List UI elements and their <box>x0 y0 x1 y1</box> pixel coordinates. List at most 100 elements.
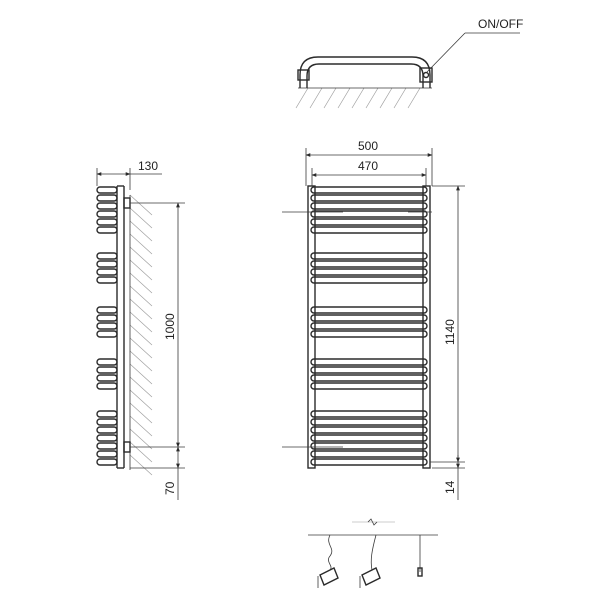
side-bar <box>96 382 118 390</box>
hatch-stroke <box>129 441 153 463</box>
side-bar <box>96 194 118 202</box>
side-bar <box>96 210 118 218</box>
side-bar <box>96 276 118 284</box>
front-bar <box>310 186 428 194</box>
hatch-stroke <box>129 415 153 437</box>
plug-middle <box>361 567 381 586</box>
top-rail-outer <box>299 56 431 88</box>
front-bars <box>310 186 428 466</box>
inner-width-dim-text: 470 <box>358 159 378 173</box>
hatch-stroke <box>129 272 153 294</box>
hatch-stroke <box>323 87 337 109</box>
front-bar <box>310 194 428 202</box>
side-bar <box>96 218 118 226</box>
hatch-stroke <box>129 298 153 320</box>
front-bar <box>310 374 428 382</box>
front-bar <box>310 252 428 260</box>
plug-left <box>319 567 339 586</box>
front-bar <box>310 306 428 314</box>
switch-label: ON/OFF <box>478 17 523 31</box>
hatch-stroke <box>129 428 153 450</box>
hatch-stroke <box>129 402 153 424</box>
hatch-stroke <box>295 87 309 109</box>
hatch-stroke <box>129 454 153 476</box>
side-bars <box>96 186 118 466</box>
width-dim-text: 500 <box>358 139 378 153</box>
depth-dim-text: 130 <box>138 159 158 173</box>
wall-hatch-side <box>129 194 153 476</box>
front-bar <box>310 322 428 330</box>
center-dim-text: 1000 <box>163 313 177 340</box>
hatch-stroke <box>351 87 365 109</box>
front-bar <box>310 382 428 390</box>
hatch-stroke <box>129 220 153 242</box>
side-bar <box>96 322 118 330</box>
lead-right-tip <box>417 567 423 577</box>
switch-button-icon <box>422 71 430 79</box>
bottom-dim-text-side: 70 <box>163 481 177 495</box>
hatch-stroke <box>129 194 153 216</box>
side-bar <box>96 410 118 418</box>
front-left-rail <box>307 185 316 469</box>
bottom-detail <box>308 518 438 588</box>
hatch-stroke <box>379 87 393 109</box>
hatch-stroke <box>407 87 421 109</box>
front-bar <box>310 314 428 322</box>
front-bar <box>310 260 428 268</box>
front-bar <box>310 410 428 418</box>
front-bar <box>310 202 428 210</box>
side-bar <box>96 374 118 382</box>
side-bar <box>96 426 118 434</box>
hatch-stroke <box>129 363 153 385</box>
front-bar <box>310 218 428 226</box>
front-bar <box>310 226 428 234</box>
front-right-rail <box>422 185 431 469</box>
hatch-stroke <box>129 246 153 268</box>
front-bar <box>310 210 428 218</box>
front-bar <box>310 426 428 434</box>
side-bar <box>96 202 118 210</box>
cable-coil-left <box>328 534 333 571</box>
front-bar <box>310 358 428 366</box>
bottom-dim-text-front: 14 <box>443 480 457 494</box>
hatch-stroke <box>129 259 153 281</box>
side-bracket-bottom <box>123 441 131 453</box>
cable-middle <box>370 534 377 571</box>
front-view: 500 470 1140 14 <box>282 139 465 500</box>
side-bar <box>96 366 118 374</box>
side-bar <box>96 252 118 260</box>
hatch-stroke <box>309 87 323 109</box>
front-bar <box>310 366 428 374</box>
side-bar <box>96 306 118 314</box>
front-bar <box>310 434 428 442</box>
side-bar <box>96 418 118 426</box>
side-bar <box>96 260 118 268</box>
wall-hatch-top <box>295 87 421 109</box>
front-bar <box>310 442 428 450</box>
hatch-stroke <box>129 350 153 372</box>
front-bar <box>310 458 428 466</box>
hatch-stroke <box>129 376 153 398</box>
hatch-stroke <box>129 285 153 307</box>
side-bar <box>96 450 118 458</box>
side-bar <box>96 186 118 194</box>
front-bar <box>310 330 428 338</box>
top-view: ON/OFF <box>295 17 523 109</box>
hatch-stroke <box>129 311 153 333</box>
switch-leader-line <box>426 32 466 73</box>
hatch-stroke <box>129 324 153 346</box>
side-bar <box>96 314 118 322</box>
side-bar <box>96 358 118 366</box>
hatch-stroke <box>129 207 153 229</box>
hatch-stroke <box>393 87 407 109</box>
side-bar <box>96 434 118 442</box>
front-bar <box>310 418 428 426</box>
hatch-stroke <box>129 337 153 359</box>
hatch-stroke <box>129 389 153 411</box>
side-bar <box>96 458 118 466</box>
side-bar <box>96 268 118 276</box>
hatch-stroke <box>337 87 351 109</box>
front-bar <box>310 276 428 284</box>
front-bar <box>310 268 428 276</box>
